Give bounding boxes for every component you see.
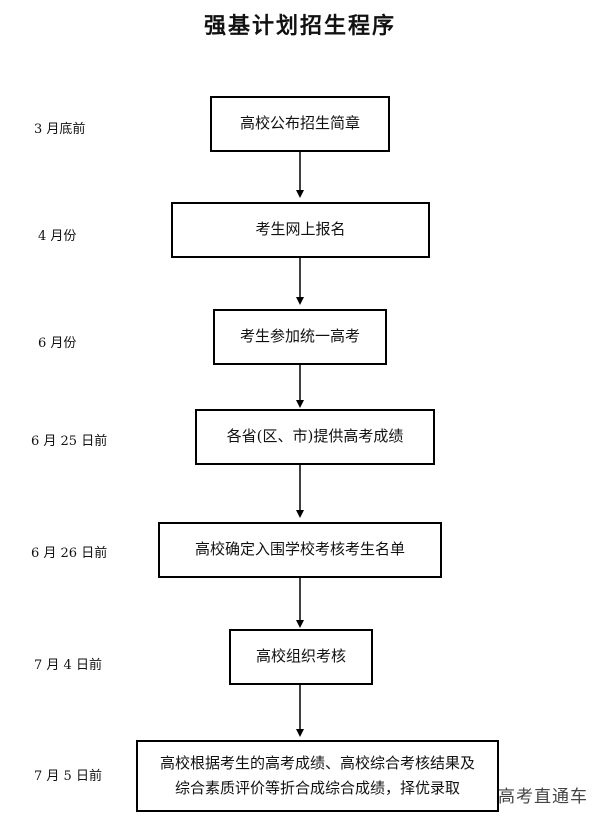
date-label-3: 6 月份 xyxy=(38,336,77,351)
date-label-7: 7 月 5 日前 xyxy=(34,769,102,784)
step-box-2: 考生网上报名 xyxy=(171,202,430,258)
step-box-1: 高校公布招生简章 xyxy=(210,96,390,152)
step-box-7: 高校根据考生的高考成绩、高校综合考核结果及综合素质评价等折合成综合成绩，择优录取 xyxy=(136,740,499,812)
date-label-5: 6 月 26 日前 xyxy=(31,546,108,561)
date-label-4: 6 月 25 日前 xyxy=(31,434,108,449)
date-label-6: 7 月 4 日前 xyxy=(34,658,102,673)
step-box-6: 高校组织考核 xyxy=(229,629,373,685)
date-label-1: 3 月底前 xyxy=(34,122,86,137)
watermark: 高考直通车 xyxy=(498,787,588,807)
step-box-4: 各省(区、市)提供高考成绩 xyxy=(195,409,435,465)
step-box-3: 考生参加统一高考 xyxy=(213,309,387,365)
page-title: 强基计划招生程序 xyxy=(203,14,396,39)
date-label-2: 4 月份 xyxy=(38,229,77,244)
step-box-5: 高校确定入围学校考核考生名单 xyxy=(158,522,442,578)
